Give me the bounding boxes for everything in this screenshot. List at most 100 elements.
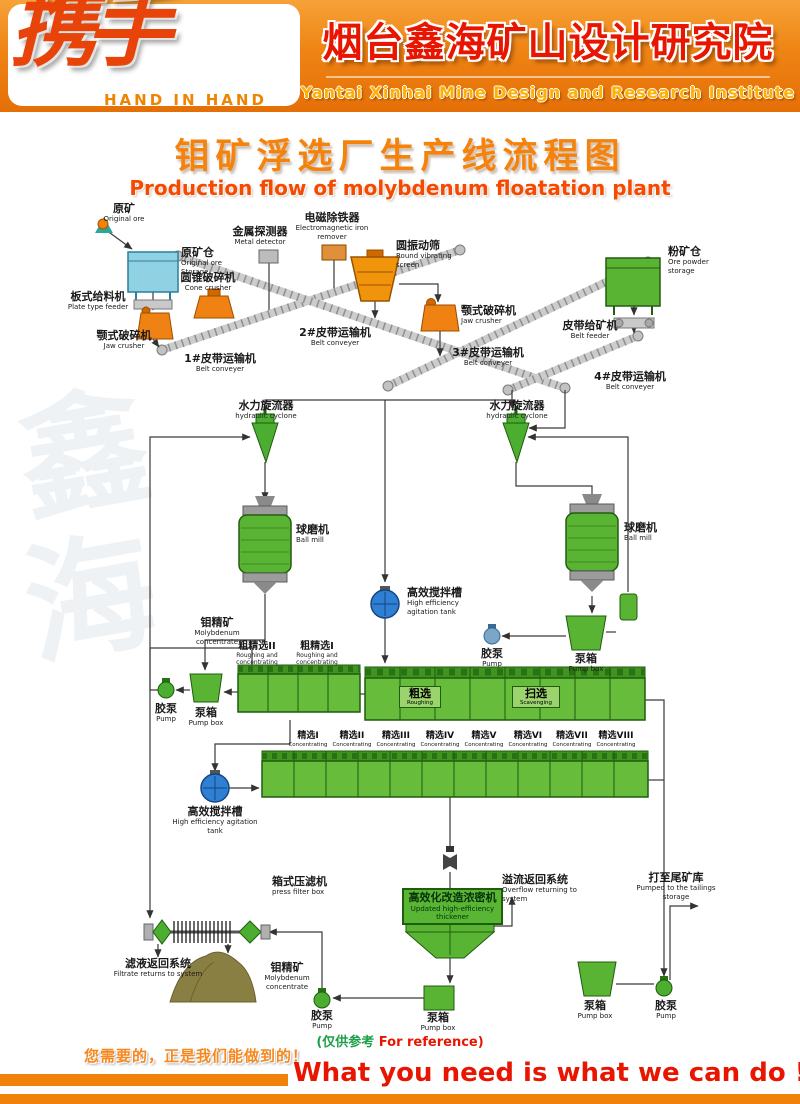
label-metal-detector: 金属探测器 Metal detector: [226, 225, 294, 247]
metal-detector-icon: [258, 249, 279, 264]
label-en: Concentrating: [552, 741, 592, 748]
label-zh: 水力旋流器: [238, 399, 294, 412]
label-en: Concentrating: [508, 741, 548, 748]
label-en: Pump box: [420, 1024, 456, 1033]
process-lines: [105, 229, 699, 1002]
label-zh: 高效搅拌槽: [407, 586, 462, 599]
label-en: Ball mill: [296, 536, 324, 545]
label-filtrate-return: 滤液返回系统 Filtrate returns to system: [110, 957, 206, 979]
label-rough-conc-2: 粗精选II Roughing and concentrating: [228, 641, 286, 666]
logo-panel: 携手 HAND IN HAND: [8, 0, 300, 109]
label-en: press filter box: [272, 888, 325, 897]
label-pumpbox-right: 泵箱 Pump box: [563, 652, 609, 674]
label-en: Roughing: [407, 700, 433, 707]
label-zh: 圆振动筛: [396, 239, 440, 252]
label-zh: 粗选: [409, 687, 431, 700]
flotation-bank-rough-concentrating: [237, 664, 361, 713]
institute-name-en: Yantai Xinhai Mine Design and Research I…: [300, 83, 796, 102]
label-en: Belt conveyer: [463, 359, 513, 368]
label-pump-left: 胶泵 Pump: [148, 702, 184, 724]
label-cyclone-left: 水力旋流器 hydraulic cyclone: [228, 399, 304, 421]
ball-mill-right: [565, 494, 619, 592]
label-zh: 精选II: [339, 731, 365, 741]
label-zh: 钼精矿: [270, 961, 304, 974]
label-iron-remover: 电磁除铁器 Electromagnetic iron remover: [288, 211, 376, 241]
label-zh: 金属探测器: [232, 225, 288, 238]
label-zh: 3#皮带运输机: [452, 346, 524, 359]
label-en: Plate type feeder: [67, 303, 129, 312]
label-zh: 打至尾矿库: [648, 871, 704, 884]
label-zh: 胶泵: [311, 1009, 333, 1022]
label-en: Jaw crusher: [461, 317, 502, 326]
belt-conveyors: [156, 244, 654, 396]
label-vibrating-screen: 圆振动筛 Round vibrating screen: [396, 239, 458, 269]
slogan-zh: 您需要的，正是我们能做到的！: [84, 1047, 309, 1065]
label-zh: 泵箱: [584, 999, 606, 1012]
label-zh: 精选V: [471, 731, 497, 741]
label-en: Scavenging: [519, 700, 552, 707]
label-en: Pump: [482, 660, 502, 669]
page-title-en: Production flow of molybdenum floatation…: [129, 176, 671, 200]
label-en: High efficiency agitation tank: [407, 599, 459, 616]
label-press-filter: 箱式压滤机 press filter box: [272, 875, 356, 897]
label-zh: 精选I: [297, 731, 319, 741]
label-zh: 水力旋流器: [489, 399, 545, 412]
institute-block: 烟台鑫海矿山设计研究院 Yantai Xinhai Mine Design an…: [300, 10, 796, 102]
label-en: Molybdenum concentrate: [194, 629, 240, 646]
label-concentrating-4: 精选IV Concentrating: [418, 731, 462, 748]
label-zh: 原矿仓: [181, 246, 214, 259]
label-concentrating-2: 精选II Concentrating: [330, 731, 374, 748]
label-en: Belt conveyer: [310, 339, 360, 348]
label-zh: 精选VII: [556, 731, 588, 741]
label-en: Cone crusher: [184, 284, 232, 293]
pump-left-icon: [157, 678, 175, 699]
label-en: Ball mill: [624, 534, 652, 543]
label-concentrating-6: 精选VI Concentrating: [506, 731, 550, 748]
logo-subtitle: HAND IN HAND: [104, 91, 267, 109]
hydraulic-cyclone-right: [502, 406, 530, 464]
label-en: hydraulic cyclone: [486, 412, 548, 421]
label-en: Original ore: [103, 215, 145, 224]
label-en: Metal detector: [234, 238, 286, 247]
label-en: Pump box: [568, 665, 604, 674]
label-en: Belt conveyer: [605, 383, 655, 392]
label-concentrating-3: 精选III Concentrating: [374, 731, 418, 748]
label-en: Roughing and concentrating: [296, 652, 338, 667]
concentrate-pile: [169, 951, 257, 1003]
label-en: Pumped to the tailings storage: [636, 884, 716, 901]
label-zh: 箱式压滤机: [272, 875, 327, 888]
powder-storage-bin: [605, 257, 661, 315]
pump-right-icon: [483, 624, 501, 645]
label-rough-conc-1: 粗精选I Roughing and concentrating: [288, 641, 346, 666]
label-concentrating-8: 精选VIII Concentrating: [594, 731, 638, 748]
label-en: Roughing and concentrating: [236, 652, 278, 667]
ore-storage-bin: [127, 251, 179, 300]
label-en: Pump: [656, 1012, 676, 1021]
label-zh: 球磨机: [624, 521, 657, 534]
label-jaw-crusher-mid: 颚式破碎机 Jaw crusher: [461, 304, 525, 326]
cone-crusher-icon: [193, 288, 235, 319]
label-zh: 高效化改造浓密机: [408, 891, 497, 904]
slogan-en: What you need is what we can do !: [293, 1058, 800, 1088]
label-en: Updated high-efficiency thickener: [410, 904, 495, 921]
label-moly-concentrate-mid: 钼精矿 Molybdenum concentrate: [190, 616, 244, 646]
label-zh: 板式给料机: [70, 290, 126, 303]
svg-text:海: 海: [13, 513, 167, 685]
label-zh: 泵箱: [195, 706, 217, 719]
agitation-tank-top: [370, 586, 400, 619]
label-en: Concentrating: [332, 741, 372, 748]
flotation-bank-cleaner: [261, 750, 649, 798]
pump-bottom-right-icon: [655, 976, 673, 997]
label-pump-bottom-right: 胶泵 Pump: [646, 999, 686, 1021]
iron-remover-icon: [321, 244, 347, 261]
label-pumpbox-left: 泵箱 Pump box: [183, 706, 229, 728]
label-en: Molybdenum concentrate: [264, 974, 310, 991]
original-ore-icon: [95, 217, 113, 233]
hydraulic-cyclone-left: [251, 406, 279, 464]
label-zh: 滤液返回系统: [125, 957, 191, 970]
label-zh: 精选VI: [513, 731, 543, 741]
header-banner: 携手 HAND IN HAND 烟台鑫海矿山设计研究院 Yantai Xinha…: [0, 0, 800, 112]
label-en: Pump box: [577, 1012, 613, 1021]
